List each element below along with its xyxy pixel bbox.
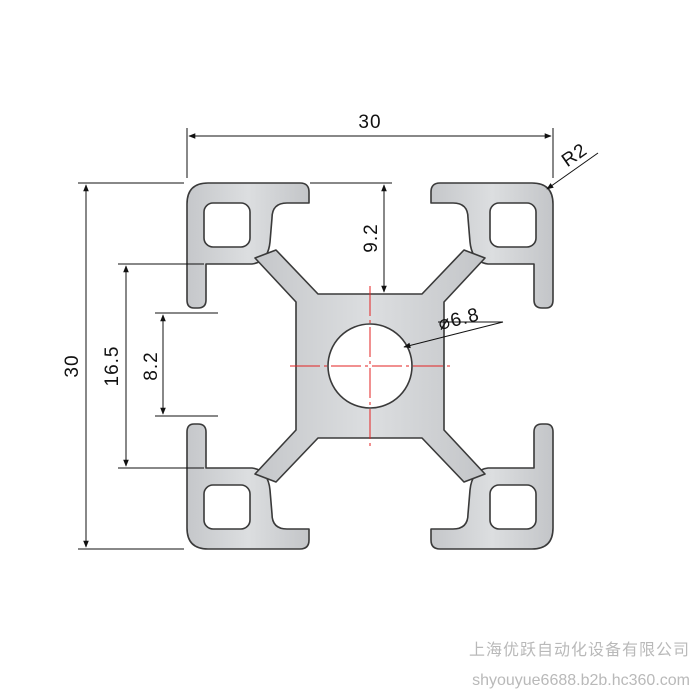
slot-inner-label: 8.2 [141, 351, 162, 380]
center-bore [327, 323, 413, 409]
center-lines [290, 286, 450, 446]
overall-width-label: 30 [358, 112, 381, 133]
center-depth-label: 9.2 [361, 223, 382, 252]
overall-height-label: 30 [62, 354, 83, 377]
corner-radius-label: R2 [558, 139, 592, 171]
slot-outer-label: 16.5 [102, 346, 123, 387]
watermark-company: 上海优跃自动化设备有限公司 [468, 642, 690, 659]
dimension-lines [78, 128, 599, 550]
pocket-bottom-right [489, 484, 537, 530]
watermark-url-text: shyouyue6688.b2b.hc360.com [472, 672, 690, 689]
pocket-bottom-left [203, 484, 251, 530]
pocket-top-right [489, 202, 537, 248]
pocket-top-left [203, 202, 251, 248]
watermark-url: shyouyue6688.b2b.hc360.com [472, 672, 690, 690]
corner-pockets [203, 202, 537, 530]
